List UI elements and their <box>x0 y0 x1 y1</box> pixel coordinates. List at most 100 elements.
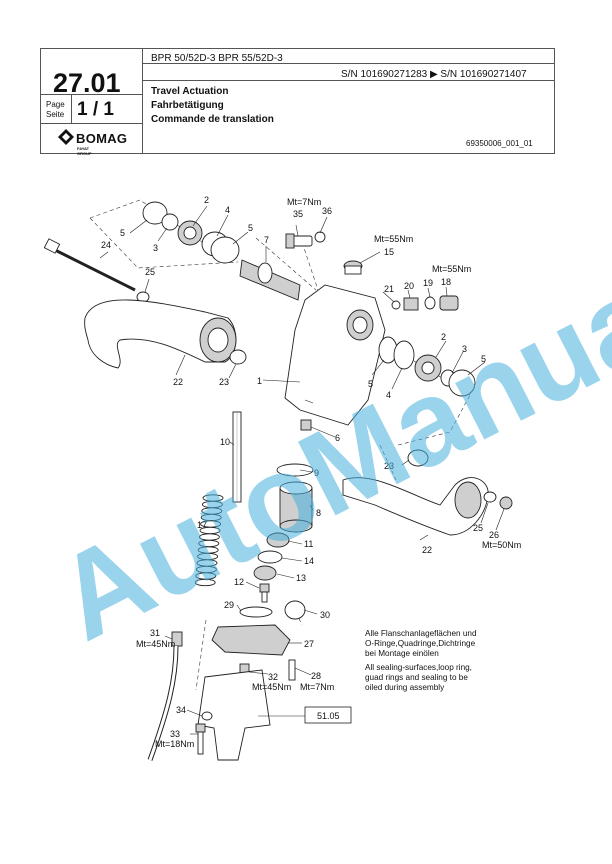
callout: 1 <box>257 376 262 386</box>
part-sleeve-8 <box>279 481 313 533</box>
part-plug-18 <box>439 295 459 311</box>
spring-coil <box>198 539 220 548</box>
title-block-rule <box>142 80 555 81</box>
part-spring-20 <box>403 297 419 311</box>
part-flange-27 <box>211 624 291 656</box>
spring-coil <box>197 552 219 561</box>
callout: 3 <box>462 344 467 354</box>
callout: 23 <box>219 377 229 387</box>
callout: 5 <box>481 354 486 364</box>
note-de-line: Alle Flanschanlageflächen und <box>365 629 477 638</box>
torque: Mt=45Nm <box>252 682 291 692</box>
callout: 34 <box>176 705 186 715</box>
callout: 2 <box>441 332 446 342</box>
part-pin-6 <box>300 419 312 431</box>
callout: 15 <box>384 247 394 257</box>
part-nut-13 <box>253 565 277 581</box>
part-washer-34 <box>201 711 213 721</box>
part-bolt-12 <box>259 583 270 603</box>
part-washer-19 <box>424 296 436 310</box>
part-shaft-7 <box>239 259 301 301</box>
callout: 29 <box>224 600 234 610</box>
callout: 27 <box>304 639 314 649</box>
torque: Mt=7Nm <box>300 682 334 692</box>
callout: 23 <box>384 461 394 471</box>
torque: Mt=18Nm <box>155 739 194 749</box>
callout: 12 <box>234 577 244 587</box>
title-block-divider <box>142 49 143 153</box>
torque: Mt=50Nm <box>482 540 521 550</box>
spring-coil <box>194 578 216 587</box>
callout: 11 <box>304 539 313 549</box>
part-oring-5 <box>142 201 168 225</box>
torque: Mt=55Nm <box>432 264 471 274</box>
title-fr: Commande de translation <box>151 114 274 125</box>
callout: 5 <box>248 223 253 233</box>
part-oring-29 <box>239 606 273 618</box>
serial-range: S/N 101690271283 ▶ S/N 101690271407 <box>341 69 527 80</box>
part-pedal-arm-left-22 <box>84 299 237 369</box>
spring-coil <box>196 559 218 567</box>
spring-coil <box>197 546 219 554</box>
part-washer-36 <box>314 231 326 243</box>
title-block-rule <box>41 123 142 124</box>
callout: 7 <box>264 235 269 245</box>
callout: 2 <box>204 195 209 205</box>
callout: 3 <box>153 243 158 253</box>
bomag-diamond-icon <box>58 129 74 145</box>
part-ring-4b <box>393 340 415 370</box>
part-nut-26 <box>499 496 513 510</box>
part-cap-30 <box>284 600 306 620</box>
part-oring-5d <box>448 369 476 397</box>
part-ring-14 <box>257 550 283 564</box>
spring-coil <box>201 500 223 509</box>
note-en-line: guad rings and sealing to be <box>365 673 468 682</box>
callout: 24 <box>101 240 111 250</box>
part-bolt-35 <box>285 233 313 249</box>
callout: 25 <box>473 523 483 533</box>
part-ring-23 <box>229 349 247 365</box>
part-screw-28 <box>288 659 296 681</box>
part-ball-21 <box>391 300 401 310</box>
callout: 17 <box>197 520 207 530</box>
callout: 4 <box>225 205 230 215</box>
spring-coil <box>201 507 223 515</box>
callout: 31 <box>150 628 160 638</box>
spring-coil <box>195 572 217 580</box>
callout: 5 <box>120 228 125 238</box>
callout: 19 <box>423 278 433 288</box>
callout: 33 <box>170 729 180 739</box>
callout: 36 <box>322 206 332 216</box>
spring-coil <box>202 494 224 502</box>
callout: 14 <box>304 556 314 566</box>
title-block-rule <box>142 63 555 64</box>
callout: 30 <box>320 610 330 620</box>
logo-subtitle: FAYAT GROUP <box>77 146 92 156</box>
part-bolt-33 <box>195 723 206 755</box>
note-de-line: bei Montage einölen <box>365 649 439 658</box>
note-en-line: All sealing-surfaces,loop ring, <box>365 663 472 672</box>
note-en-line: oiled during assembly <box>365 683 445 692</box>
spring-coil <box>198 533 220 541</box>
part-ring-23b <box>407 449 429 467</box>
part-oring-9 <box>276 463 314 477</box>
callout: 5 <box>368 379 373 389</box>
callout: 26 <box>489 530 499 540</box>
logo-word: BOMAG <box>76 131 128 146</box>
torque: Mt=7Nm <box>287 197 321 207</box>
callout: 21 <box>384 284 394 294</box>
callout: 8 <box>316 508 321 518</box>
part-oring-5b <box>210 236 240 264</box>
callout: 28 <box>311 671 321 681</box>
callout: 20 <box>404 281 414 291</box>
part-bolt-24 <box>43 238 136 292</box>
part-spring-17 <box>194 494 224 587</box>
callout: 22 <box>173 377 183 387</box>
title-block-rule <box>71 94 72 123</box>
model-list: BPR 50/52D-3 BPR 55/52D-3 <box>151 53 283 64</box>
callout: 4 <box>386 390 391 400</box>
callout: 6 <box>335 433 340 443</box>
part-nut-11 <box>266 532 290 548</box>
